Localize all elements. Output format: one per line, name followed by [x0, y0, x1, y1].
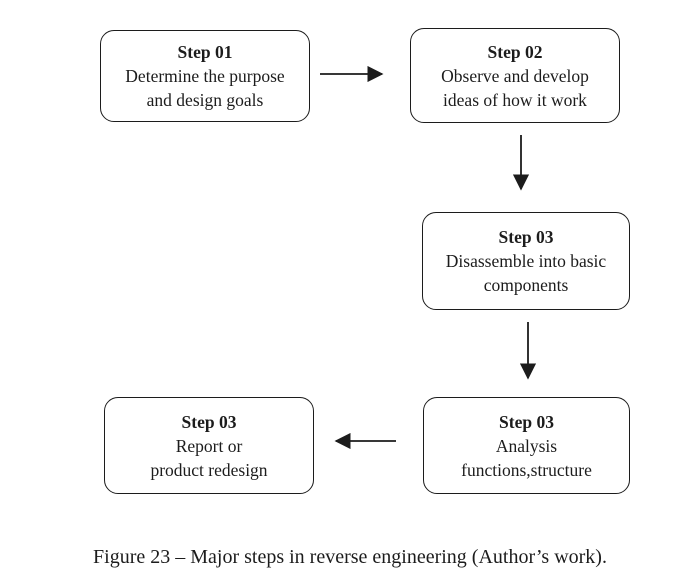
node-body: Observe and develop ideas of how it work [441, 65, 589, 110]
flow-node-step03-report: Step 03 Report or product redesign [104, 397, 314, 494]
node-body: Report or product redesign [150, 435, 268, 480]
node-title: Step 02 [487, 41, 543, 62]
node-title: Step 01 [177, 42, 233, 62]
node-body: Analysis functions,structure [461, 435, 592, 480]
node-body: Disassemble into basic components [445, 251, 607, 295]
node-body: Determine the purpose and design goals [125, 66, 285, 110]
flow-node-step03-analysis: Step 03 Analysis functions,structure [423, 397, 630, 494]
node-title: Step 03 [499, 411, 554, 432]
flow-node-step03-disassemble: Step 03 Disassemble into basic component… [422, 212, 630, 310]
flow-node-step02: Step 02 Observe and develop ideas of how… [410, 28, 620, 123]
figure-caption: Figure 23 – Major steps in reverse engin… [93, 546, 607, 568]
node-title: Step 03 [498, 227, 554, 247]
node-title: Step 03 [181, 411, 237, 432]
flow-node-step01: Step 01 Determine the purpose and design… [100, 30, 310, 122]
